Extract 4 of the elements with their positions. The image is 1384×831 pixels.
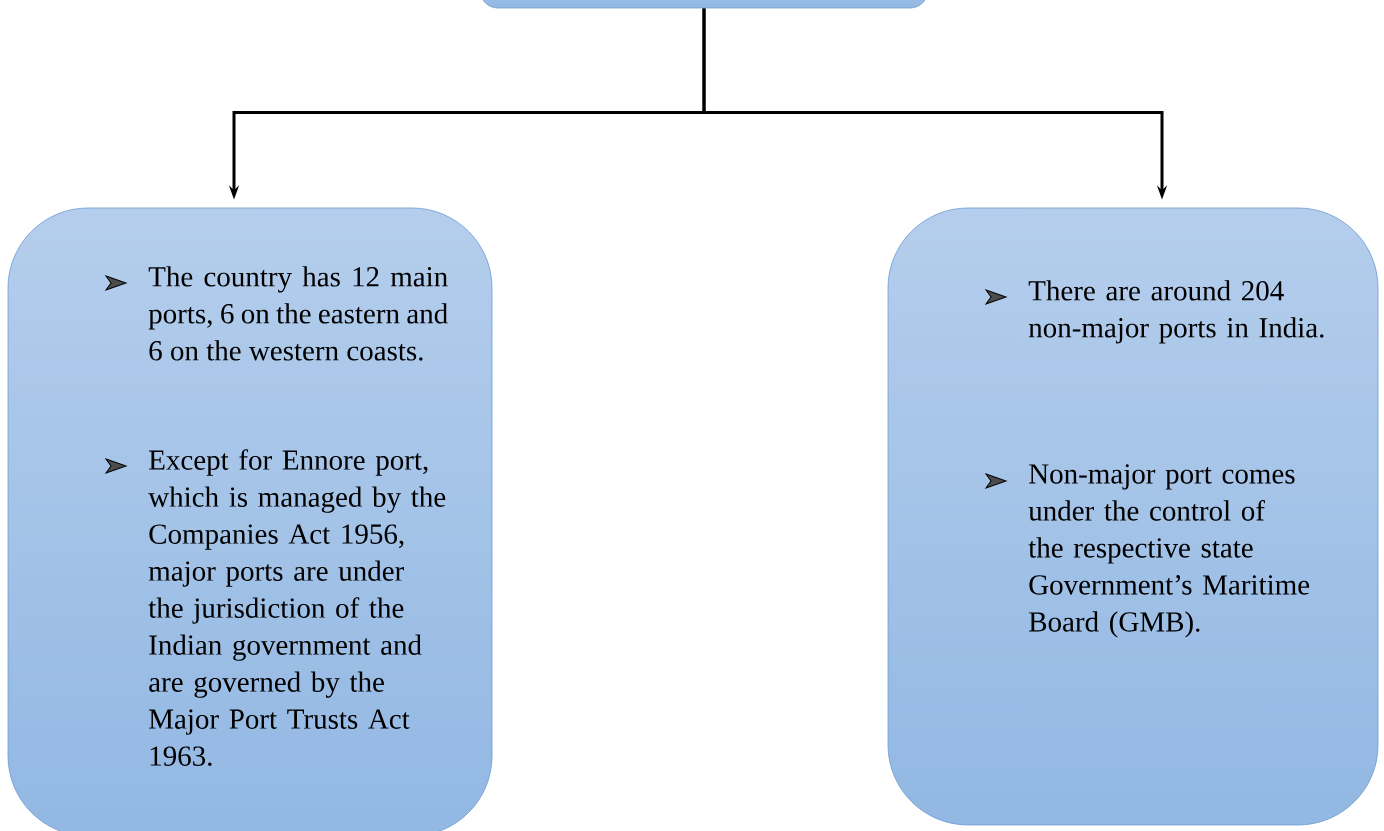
bullet-text: The country has 12 main ports, 6 on the eastern and 6 on the western coasts. — [148, 266, 448, 361]
bullet-text: There are around 204 non-major ports in India. — [1028, 280, 1324, 344]
bullet-text: Non-major port comes under the control of the respective state Government’s Maritime Board (GMB). — [1028, 464, 1310, 638]
bullet-text: Except for Ennore port, which is managed by the Companies Act 1956, major ports are under the jurisdiction of the Indian government and are governed by the Major Port Trusts Act 1963. — [148, 449, 446, 766]
